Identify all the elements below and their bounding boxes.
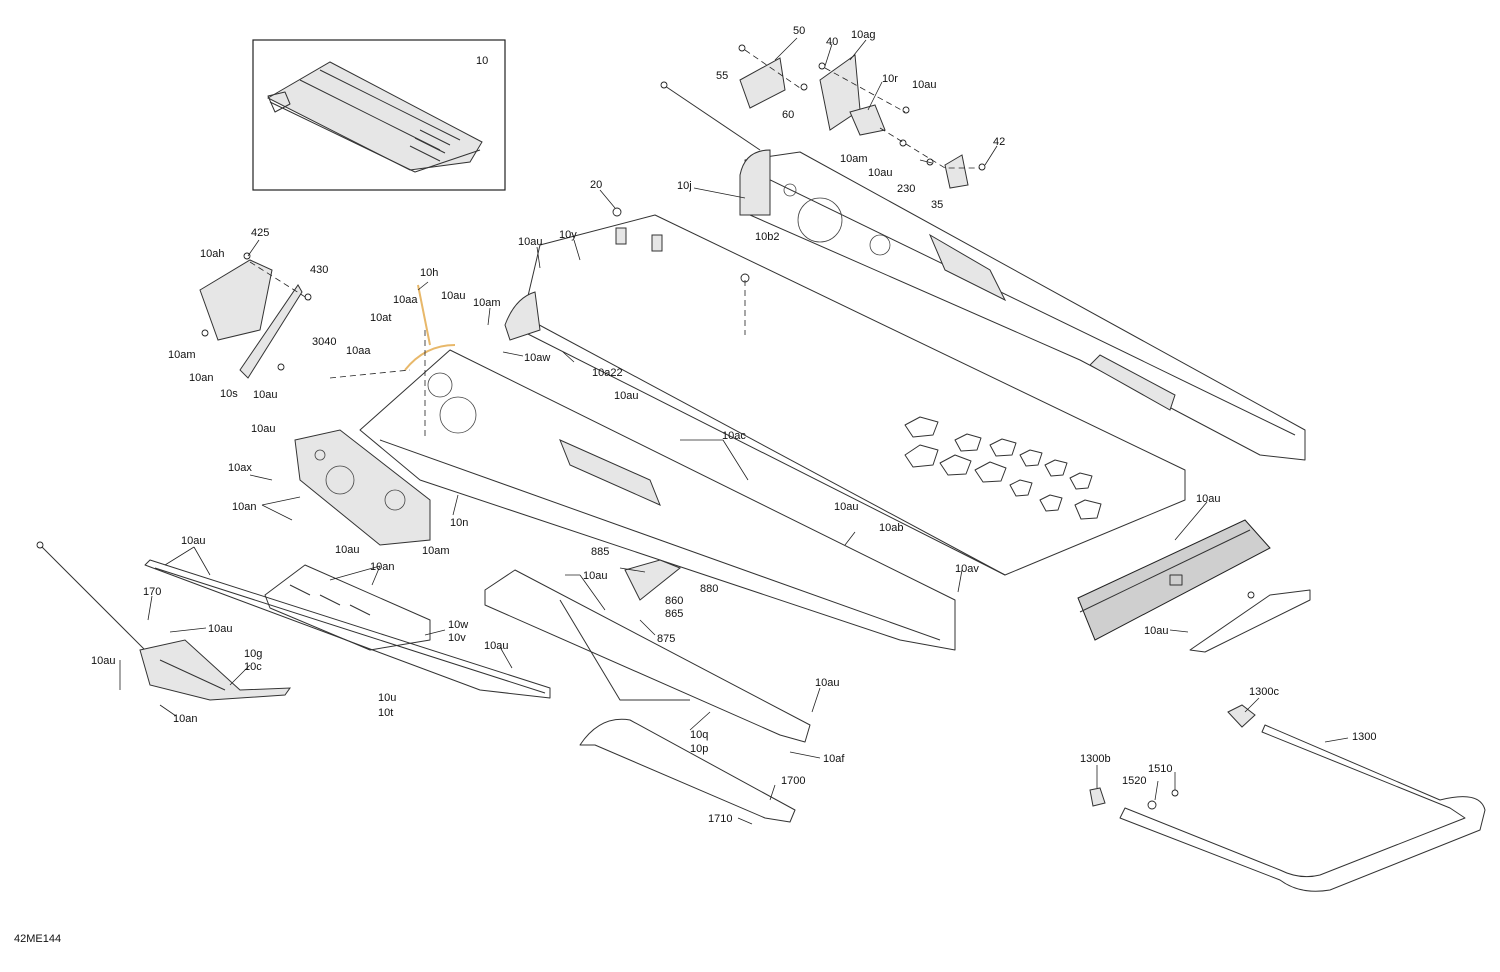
callout-10c: 10c [244,661,262,673]
callout-10s: 10s [220,388,238,400]
callout-10am: 10am [168,349,196,361]
callout-10af: 10af [823,753,845,765]
top-right-brackets [738,44,986,189]
callout-1520: 1520 [1122,775,1146,787]
callout-10r: 10r [882,73,898,85]
callout-10av: 10av [955,563,979,575]
callout-10v: 10v [448,632,466,644]
callout-60: 60 [782,109,794,121]
callout-50: 50 [793,25,805,37]
callout-10au: 10au [1144,625,1168,637]
callout-10p: 10p [690,743,708,755]
callout-10au: 10au [484,640,508,652]
rear-bumper [1089,704,1486,892]
callout-10t: 10t [378,707,393,719]
callout-10au: 10au [251,423,275,435]
assembly-lines [249,261,746,440]
callout-labels: 50 40 10ag 55 10r 10au 60 42 10am 10au 2… [91,25,1376,825]
left-plate [294,429,431,546]
callout-10ac: 10ac [722,430,746,442]
callout-40: 40 [826,36,838,48]
callout-880: 880 [700,583,718,595]
upper-left-brackets [199,252,312,379]
callout-875: 875 [657,633,675,645]
callout-10au: 10au [614,390,638,402]
callout-10au: 10au [1196,493,1220,505]
callout-1300b: 1300b [1080,753,1111,765]
callout-10h: 10h [420,267,438,279]
callout-10an: 10an [189,372,213,384]
figure-code: 42ME144 [14,933,61,945]
callout-10au: 10au [815,677,839,689]
callout-10u: 10u [378,692,396,704]
callout-10aw: 10aw [524,352,550,364]
callout-10au: 10au [868,167,892,179]
callout-20: 20 [590,179,602,191]
callout-865: 865 [665,608,683,620]
callout-10au: 10au [181,535,205,547]
callout-10g: 10g [244,648,262,660]
callout-10au: 10au [441,290,465,302]
callout-10j: 10j [677,180,692,192]
callout-10an: 10an [173,713,197,725]
callout-10aa: 10aa [346,345,371,357]
callout-10an: 10an [232,501,256,513]
callout-1710: 1710 [708,813,732,825]
callout-10ab: 10ab [879,522,903,534]
callout-10q: 10q [690,729,708,741]
callout-35: 35 [931,199,943,211]
callout-10ag: 10ag [851,29,875,41]
callout-885: 885 [591,546,609,558]
callout-10an: 10an [370,561,394,573]
rear-crossmember [1077,519,1271,641]
callout-10au: 10au [208,623,232,635]
callout-10ax: 10ax [228,462,252,474]
callout-1510: 1510 [1148,763,1172,775]
callout-10au: 10au [912,79,936,91]
slide-bar [579,718,796,823]
left-side-rail [359,284,956,651]
inset-label: 10 [476,55,488,67]
callout-1700: 1700 [781,775,805,787]
callout-10b2: 10b2 [755,231,779,243]
lower-runner-10u [144,559,551,699]
callout-10au: 10au [583,570,607,582]
lower-center-rail [484,559,811,743]
callout-430: 430 [310,264,328,276]
callout-860: 860 [665,595,683,607]
lower-brace-10w [264,564,431,651]
callout-10w: 10w [448,619,468,631]
callout-425: 425 [251,227,269,239]
callout-1300c: 1300c [1249,686,1279,698]
callout-10am: 10am [422,545,450,557]
callout-10am: 10am [473,297,501,309]
leader-lines [119,37,1349,825]
callout-230: 230 [897,183,915,195]
callout-10ah: 10ah [200,248,224,260]
rear-bracket [1189,589,1311,653]
callout-170: 170 [143,586,161,598]
callout-55: 55 [716,70,728,82]
left-steering-arm [36,541,292,701]
callout-42: 42 [993,136,1005,148]
right-side-rail [660,81,1306,461]
callout-10au: 10au [518,236,542,248]
callout-10at: 10at [370,312,391,324]
callout-10au: 10au [253,389,277,401]
callout-10au: 10au [834,501,858,513]
callout-10n: 10n [450,517,468,529]
callout-10aa: 10aa [393,294,418,306]
callout-10a22: 10a22 [592,367,623,379]
callout-10au: 10au [91,655,115,667]
callout-10au: 10au [335,544,359,556]
callout-1300: 1300 [1352,731,1376,743]
callout-10y: 10y [559,229,577,241]
callout-3040: 3040 [312,336,336,348]
inset-assembly-view: 10 [252,39,506,191]
callout-10am: 10am [840,153,868,165]
